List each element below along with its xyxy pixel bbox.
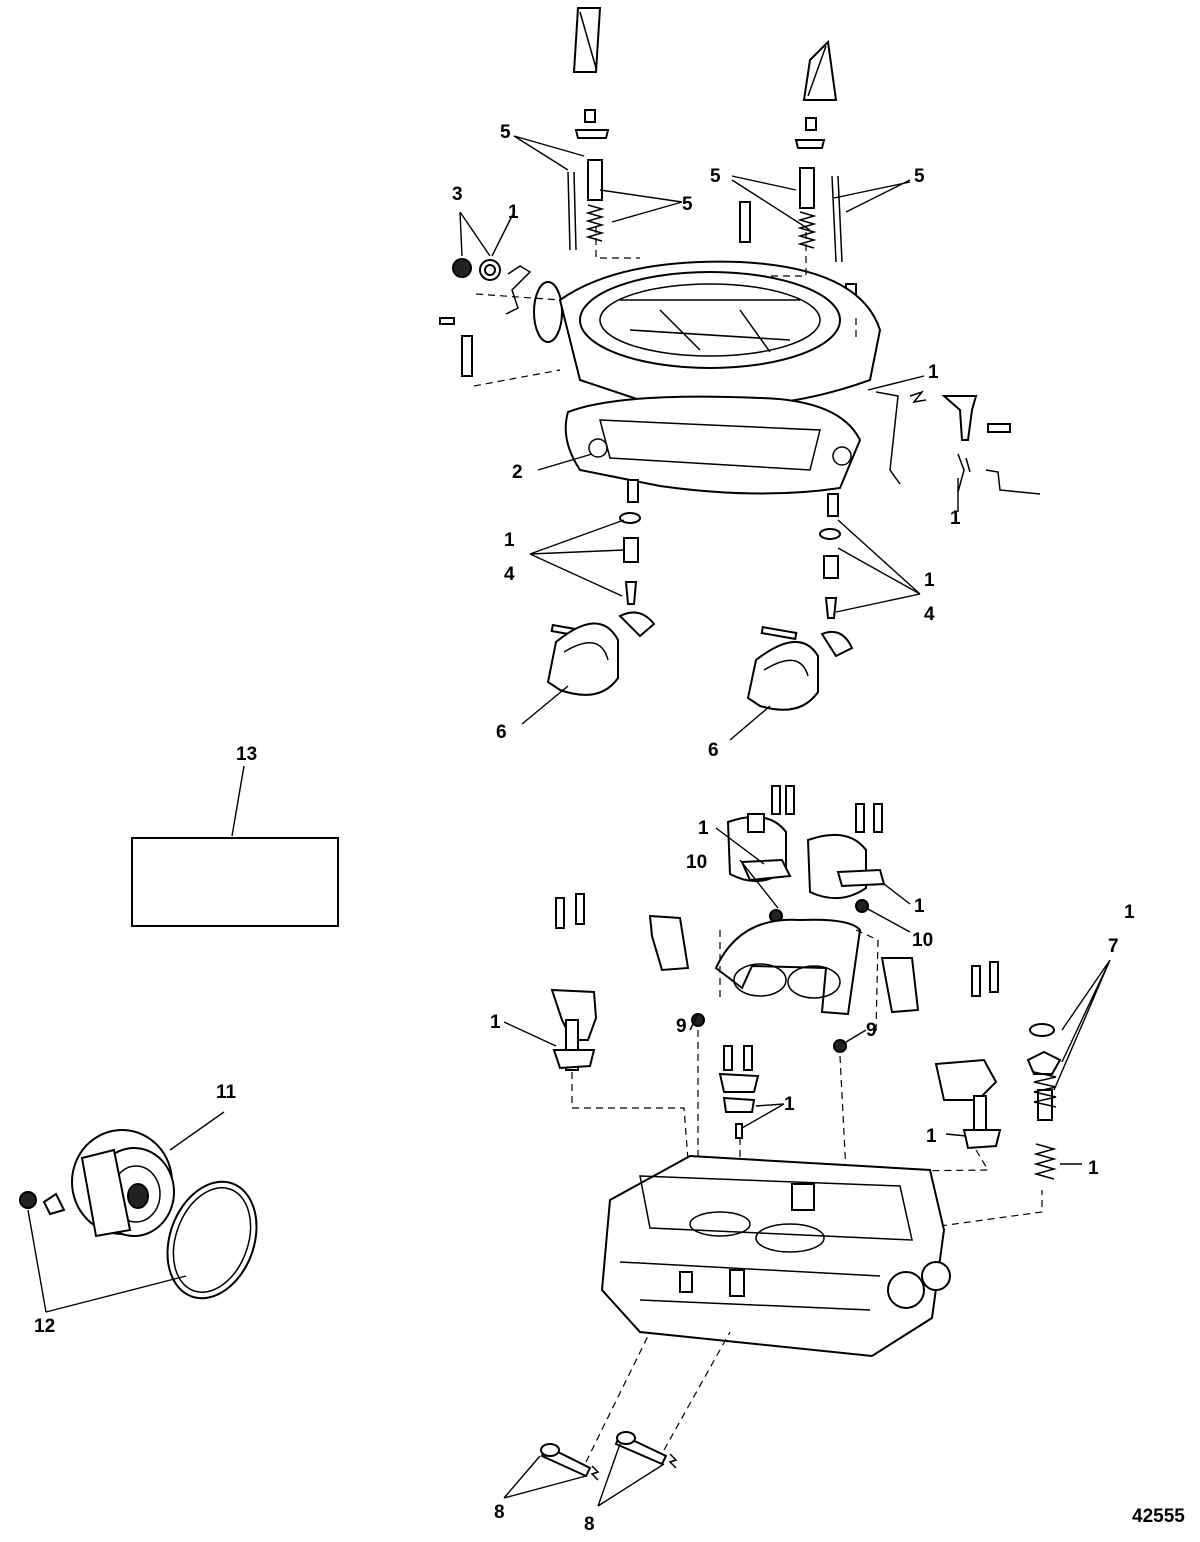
callout-1e: 1 (924, 570, 935, 591)
callout-4b: 4 (924, 604, 935, 625)
callout-1k: 1 (926, 1126, 937, 1147)
choke-housing (19, 1129, 258, 1300)
callout-9a: 9 (676, 1016, 687, 1037)
figure-number: 42555 (1132, 1506, 1185, 1527)
step-up-spring-right (797, 167, 817, 249)
callout-1f: 1 (698, 818, 709, 839)
callout-10a: 10 (686, 852, 707, 873)
callout-labels: 5 5 5 5 3 1 1 2 1 1 4 1 4 6 6 13 1 10 1 … (34, 122, 1185, 1535)
callout-1j: 1 (784, 1094, 795, 1115)
callout-10b: 10 (912, 930, 933, 951)
callout-5c: 5 (710, 166, 721, 187)
float-needle-seat-assemblies (546, 479, 854, 711)
callout-13: 13 (236, 744, 257, 765)
callout-8b: 8 (584, 1514, 595, 1535)
leader-lines (27, 135, 1111, 1507)
shield-left (572, 7, 602, 73)
main-body-upper-parts (550, 785, 1062, 1227)
callout-9b: 9 (866, 1020, 877, 1041)
callout-11: 11 (216, 1082, 237, 1103)
callout-5b: 5 (682, 194, 693, 215)
callout-3: 3 (452, 184, 463, 205)
callout-1b: 1 (928, 362, 939, 383)
callout-4a: 4 (504, 564, 515, 585)
callout-6b: 6 (708, 740, 719, 761)
callout-2: 2 (512, 462, 523, 483)
callout-8a: 8 (494, 1502, 505, 1523)
callout-1h: 1 (1124, 902, 1135, 923)
idle-mixture-screws (540, 1331, 731, 1481)
step-up-spring-left (585, 159, 605, 242)
shield-right (802, 39, 838, 101)
callout-1a: 1 (508, 202, 519, 223)
callout-1d: 1 (504, 530, 515, 551)
air-horn-assembly (439, 7, 1041, 495)
callout-1i: 1 (490, 1012, 501, 1033)
callout-5d: 5 (914, 166, 925, 187)
callout-7: 7 (1108, 936, 1119, 957)
callout-12: 12 (34, 1316, 55, 1337)
callout-5a: 5 (500, 122, 511, 143)
kit-box (131, 837, 339, 927)
callout-1g: 1 (914, 896, 925, 917)
callout-6a: 6 (496, 722, 507, 743)
callout-1c: 1 (950, 508, 961, 529)
callout-1l: 1 (1088, 1158, 1099, 1179)
main-body (600, 1154, 951, 1358)
